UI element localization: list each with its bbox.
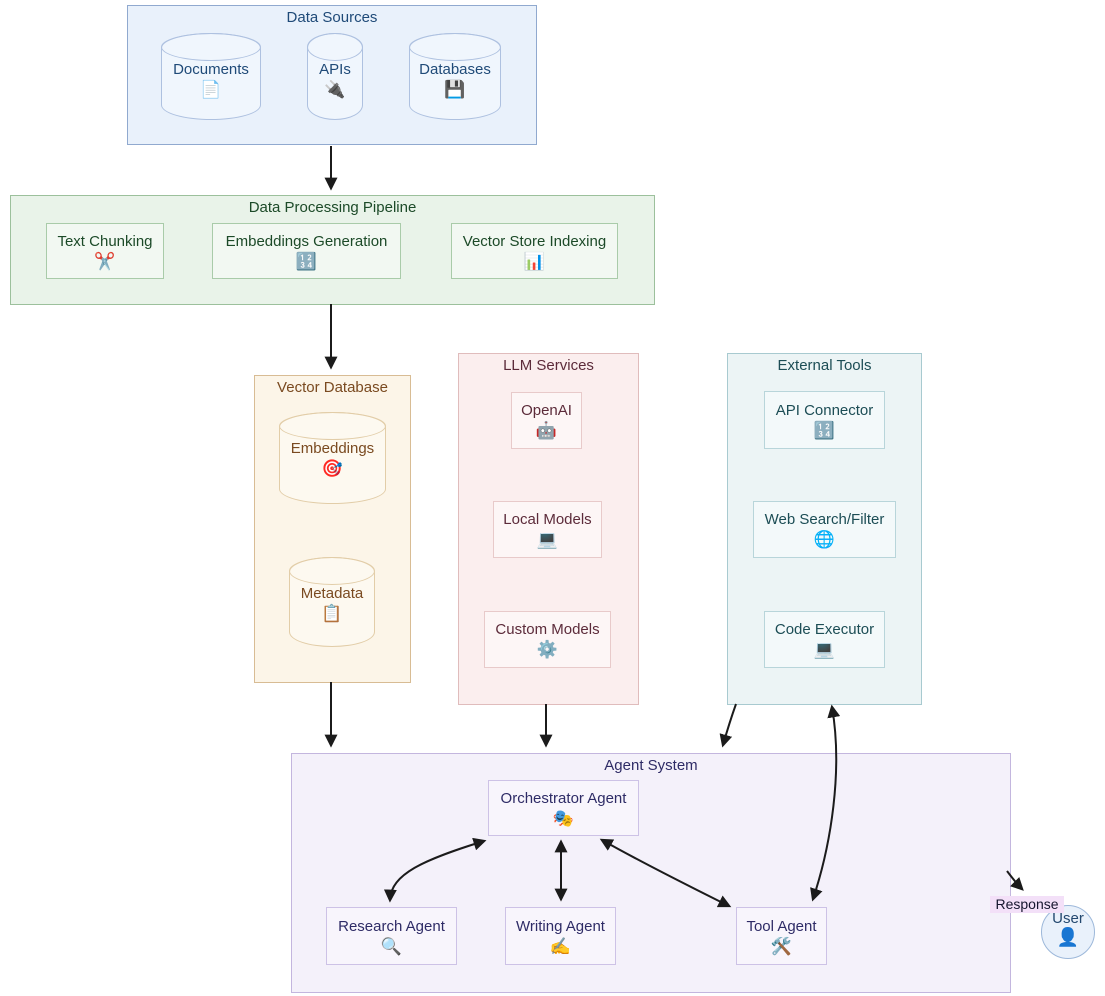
laptop-icon: 💻 [536,530,559,549]
node-web-search-filter: Web Search/Filter 🌐 [753,501,896,558]
node-text-chunking: Text Chunking ✂️ [46,223,164,279]
node-embeddings: Embeddings 🎯 [279,412,386,504]
node-api-connector: API Connector 🔢 [764,391,885,449]
floppy-disk-icon: 💾 [444,80,466,99]
gear-icon: ⚙️ [536,640,559,659]
magnifier-icon: 🔍 [380,936,403,956]
bar-chart-icon: 📊 [523,251,546,271]
group-agent-system: Agent System Orchestrator Agent 🎭 Resear… [291,753,1011,993]
group-llm-services: LLM Services OpenAI 🤖 Local Models 💻 Cus… [458,353,639,705]
person-icon: 👤 [1056,927,1080,947]
node-label: API Connector [775,401,874,419]
plug-icon: 🔌 [324,80,346,99]
group-external-tools: External Tools API Connector 🔢 Web Searc… [727,353,922,705]
node-label: Custom Models [495,621,600,638]
node-vector-store-indexing: Vector Store Indexing 📊 [451,223,618,279]
node-apis: APIs 🔌 [307,33,363,120]
node-label: User [1052,910,1084,927]
node-label: Tool Agent [746,917,817,935]
node-label: APIs [319,61,351,78]
node-label: Research Agent [338,917,445,935]
node-label: Documents [173,61,249,78]
node-label: Embeddings [290,440,375,457]
group-vector-database: Vector Database Embeddings 🎯 Metadata 📋 [254,375,411,683]
input-numbers-icon: 🔢 [813,420,836,440]
node-tool-agent: Tool Agent 🛠️ [736,907,827,965]
scissors-icon: ✂️ [94,251,116,271]
masks-icon: 🎭 [552,808,575,828]
node-label: OpenAI [521,402,572,419]
node-openai: OpenAI 🤖 [511,392,582,449]
node-databases: Databases 💾 [409,33,501,120]
laptop-icon: 💻 [813,640,836,659]
node-label: Vector Store Indexing [462,232,607,250]
node-research-agent: Research Agent 🔍 [326,907,457,965]
group-title-vector-database: Vector Database [277,379,388,396]
node-embeddings-generation: Embeddings Generation 🔢 [212,223,401,279]
node-local-models: Local Models 💻 [493,501,602,558]
node-writing-agent: Writing Agent ✍️ [505,907,616,965]
group-title-data-sources: Data Sources [286,9,378,26]
node-label: Metadata [300,585,364,602]
node-code-executor: Code Executor 💻 [764,611,885,668]
node-label: Embeddings Generation [225,232,388,250]
writing-hand-icon: ✍️ [549,936,572,956]
group-title-llm-services: LLM Services [503,357,594,374]
edge-tools-to-agents [719,703,737,748]
group-title-external-tools: External Tools [777,357,872,374]
robot-icon: 🤖 [535,421,558,440]
node-documents: Documents 📄 [161,33,261,120]
node-label: Databases [419,61,491,78]
node-label: Writing Agent [516,917,605,935]
node-label: Local Models [503,511,592,528]
hammer-wrench-icon: 🛠️ [770,936,793,956]
target-icon: 🎯 [321,459,344,478]
globe-icon: 🌐 [813,530,836,549]
group-data-sources: Data Sources Documents 📄 APIs 🔌 Database… [127,5,537,145]
document-icon: 📄 [200,80,222,99]
input-numbers-icon: 🔢 [295,251,318,271]
node-custom-models: Custom Models ⚙️ [484,611,611,668]
node-label: Text Chunking [57,232,153,250]
node-label: Code Executor [774,621,875,638]
group-title-pipeline: Data Processing Pipeline [248,199,417,216]
node-user: User 👤 [1041,905,1095,959]
clipboard-icon: 📋 [321,604,343,623]
group-data-processing-pipeline: Data Processing Pipeline Text Chunking ✂… [10,195,655,305]
node-label: Orchestrator Agent [500,789,627,807]
node-label: Web Search/Filter [764,511,885,528]
node-orchestrator-agent: Orchestrator Agent 🎭 [488,780,639,836]
group-title-agent-system: Agent System [604,757,698,774]
node-metadata: Metadata 📋 [289,557,375,647]
edge-label-response: Response [990,896,1064,913]
